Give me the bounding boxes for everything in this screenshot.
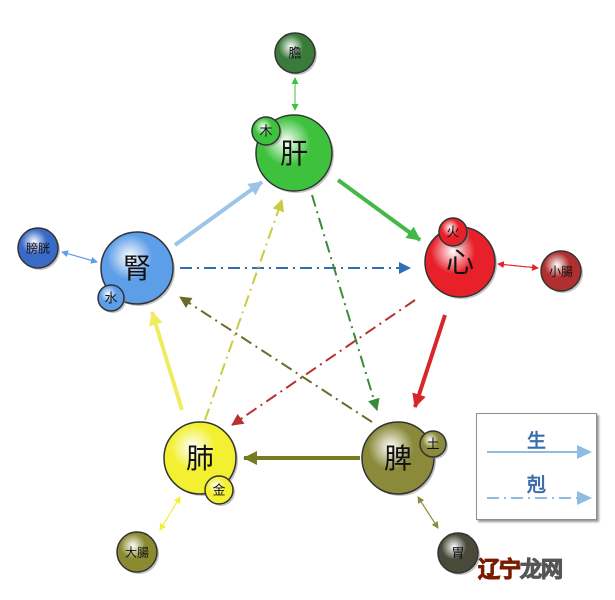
controlling-arrow-lung-liver: [204, 199, 285, 421]
organ-node-heart-label: 心: [446, 246, 474, 279]
generating-arrow-kidney-liver: [173, 180, 264, 247]
partner-node-liver: 膽: [274, 32, 317, 75]
organ-node-kidney-label: 腎: [123, 252, 151, 285]
partner-node-spleen-label: 胃: [451, 547, 464, 562]
partner-link-back-heart: [497, 263, 539, 271]
partner-node-heart-label: 小腸: [549, 264, 573, 278]
organ-node-kidney: 腎: [100, 231, 175, 306]
element-badge-kidney: 水: [97, 284, 126, 313]
partner-node-liver-label: 膽: [288, 47, 301, 62]
element-badge-spleen: 土: [419, 430, 448, 459]
watermark: 辽宁龙网: [477, 552, 564, 584]
controlling-arrow-spleen-kidney: [179, 296, 373, 423]
organ-node-liver-label: 肝: [280, 137, 308, 170]
element-badge-liver-label: 木: [259, 125, 272, 140]
controlling-arrow-heart-lung: [231, 299, 416, 426]
generating-arrow-liver-heart: [336, 178, 422, 242]
generating-arrow-lung-kidney: [149, 311, 184, 411]
legend-arrows: [487, 445, 592, 505]
organ-node-spleen: 脾: [361, 421, 436, 496]
watermark-part1: 辽宁: [477, 558, 521, 584]
element-badge-lung: 金: [204, 475, 235, 506]
legend-controlling-label: 剋: [526, 474, 546, 496]
partner-node-lung-label: 大腸: [125, 545, 149, 559]
watermark-part2: 龙网: [520, 558, 564, 584]
element-badge-heart-label: 火: [446, 226, 459, 241]
legend-solid-arrowhead: [577, 445, 592, 459]
legend-generating-label: 生: [526, 430, 546, 452]
element-badge-spleen-label: 土: [426, 438, 439, 453]
controlling-arrow-liver-spleen: [311, 194, 380, 411]
legend-dash-arrowhead: [577, 491, 592, 505]
partner-node-kidney: 膀胱: [17, 227, 60, 270]
organ-node-spleen-label: 脾: [384, 442, 412, 475]
partner-link-back-kidney: [61, 250, 98, 263]
partner-node-kidney-label: 膀胱: [26, 240, 50, 255]
element-badge-kidney-label: 水: [104, 292, 117, 307]
partner-node-lung: 大腸: [116, 531, 159, 574]
element-badge-liver: 木: [251, 116, 282, 147]
element-badge-lung-label: 金: [212, 483, 225, 499]
partner-node-heart: 小腸: [540, 250, 583, 293]
legend: 生 剋: [476, 413, 597, 520]
partner-link-back-spleen: [417, 496, 439, 529]
generating-arrow-heart-spleen: [412, 314, 447, 408]
organ-node-lung-label: 肺: [186, 442, 214, 475]
partner-link-back-lung: [159, 496, 181, 531]
partner-node-spleen: 胃: [437, 532, 480, 575]
element-badge-heart: 火: [438, 217, 469, 248]
